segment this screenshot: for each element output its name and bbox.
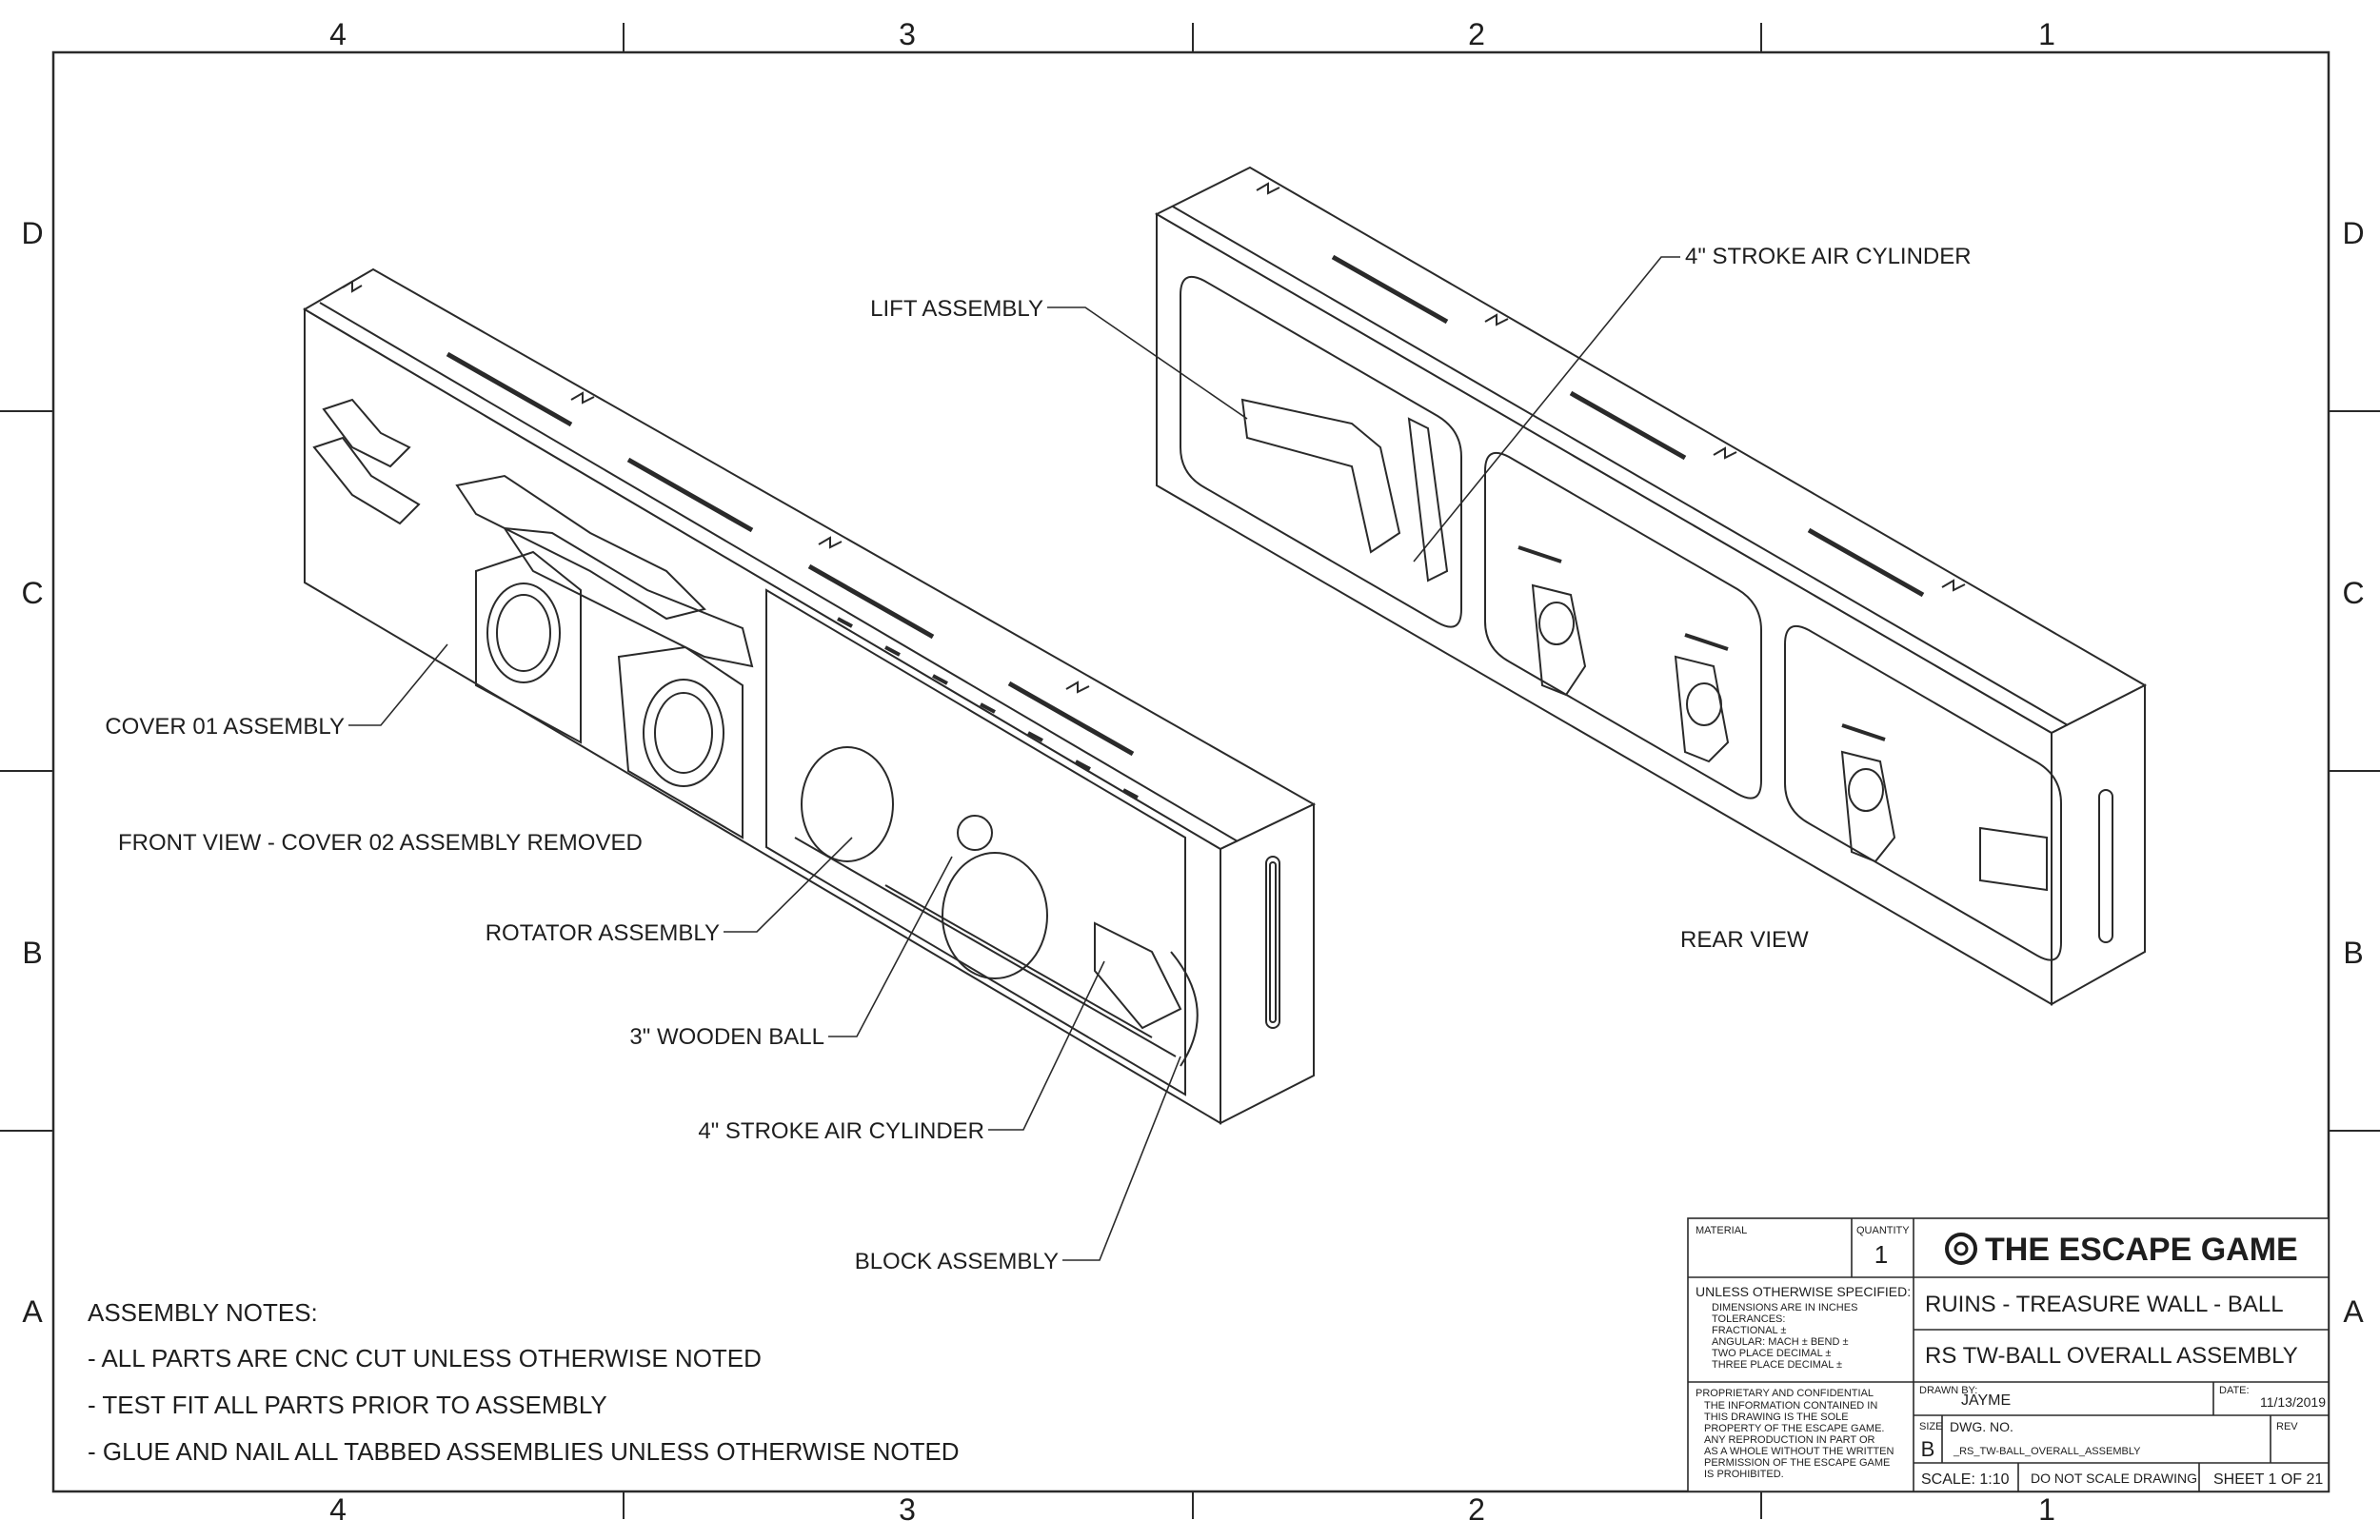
zone-top-4: 4 <box>329 17 347 51</box>
quantity-label: QUANTITY <box>1856 1225 1910 1236</box>
sheet-border <box>0 23 2380 1519</box>
note-item: - ALL PARTS ARE CNC CUT UNLESS OTHERWISE… <box>88 1344 762 1372</box>
zone-right-a: A <box>2343 1294 2364 1329</box>
tolerance-line: UNLESS OTHERWISE SPECIFIED: <box>1696 1284 1911 1299</box>
assembly-notes: ASSEMBLY NOTES: - ALL PARTS ARE CNC CUT … <box>88 1298 960 1466</box>
zone-right-c: C <box>2342 576 2364 610</box>
leader-lines <box>348 256 1680 1261</box>
note-item: - TEST FIT ALL PARTS PRIOR TO ASSEMBLY <box>88 1391 607 1419</box>
zone-top-1: 1 <box>2038 17 2055 51</box>
rear-view-caption: REAR VIEW <box>1680 927 1809 953</box>
callout-wooden-ball: 3" WOODEN BALL <box>629 1024 824 1050</box>
company-logo-icon <box>1945 1233 1977 1265</box>
zone-bottom-3: 3 <box>899 1492 916 1527</box>
proprietary-notice: PROPRIETARY AND CONFIDENTIAL THE INFORMA… <box>1696 1388 1894 1480</box>
proprietary-line: PERMISSION OF THE ESCAPE GAME <box>1704 1457 1890 1469</box>
callout-cover-01-assembly: COVER 01 ASSEMBLY <box>105 714 345 740</box>
zone-bottom-2: 2 <box>1468 1492 1485 1527</box>
sheet-number: SHEET 1 OF 21 <box>2213 1471 2323 1488</box>
front-view-drawing <box>303 267 1317 1125</box>
tolerance-line: TWO PLACE DECIMAL ± <box>1712 1348 1831 1359</box>
zone-bottom-4: 4 <box>329 1492 347 1527</box>
tolerance-line: ANGULAR: MACH ± BEND ± <box>1712 1336 1848 1348</box>
proprietary-line: PROPERTY OF THE ESCAPE GAME. <box>1704 1423 1885 1434</box>
company-name: THE ESCAPE GAME <box>1985 1232 2298 1268</box>
tolerance-line: DIMENSIONS ARE IN INCHES <box>1712 1302 1857 1313</box>
tolerance-notes: UNLESS OTHERWISE SPECIFIED: DIMENSIONS A… <box>1696 1284 1911 1371</box>
drawn-by-label: DRAWN BY: <box>1919 1385 1977 1396</box>
drawing-title: RS TW-BALL OVERALL ASSEMBLY <box>1925 1343 2298 1369</box>
callout-block-assembly: BLOCK ASSEMBLY <box>855 1249 1059 1274</box>
tolerance-line: FRACTIONAL ± <box>1712 1325 1786 1336</box>
tolerance-line: THREE PLACE DECIMAL ± <box>1712 1359 1842 1371</box>
date-value: 11/13/2019 <box>2260 1394 2326 1410</box>
zone-right-d: D <box>2342 216 2364 250</box>
zone-bottom-1: 1 <box>2038 1492 2055 1527</box>
date-label: DATE: <box>2219 1385 2250 1396</box>
project-name: RUINS - TREASURE WALL - BALL <box>1925 1292 2284 1317</box>
zone-left-b: B <box>22 936 42 970</box>
zone-left-a: A <box>22 1294 43 1329</box>
callouts: LIFT ASSEMBLY 4" STROKE AIR CYLINDER COV… <box>105 244 1971 1274</box>
note-item: - GLUE AND NAIL ALL TABBED ASSEMBLIES UN… <box>88 1437 960 1466</box>
zone-top-3: 3 <box>899 17 916 51</box>
front-view-caption: FRONT VIEW - COVER 02 ASSEMBLY REMOVED <box>118 830 643 856</box>
rear-view-drawing <box>1154 166 2148 1006</box>
callout-front-air-cylinder: 4" STROKE AIR CYLINDER <box>698 1118 984 1144</box>
tolerance-line: TOLERANCES: <box>1712 1313 1785 1325</box>
proprietary-line: THE INFORMATION CONTAINED IN <box>1704 1400 1877 1412</box>
size-value: B <box>1921 1437 1935 1461</box>
drawn-by-value: JAYME <box>1961 1392 2011 1409</box>
scale-note: DO NOT SCALE DRAWING <box>2031 1471 2197 1486</box>
proprietary-line: PROPRIETARY AND CONFIDENTIAL <box>1696 1388 1874 1399</box>
proprietary-line: AS A WHOLE WITHOUT THE WRITTEN <box>1704 1446 1894 1457</box>
notes-heading: ASSEMBLY NOTES: <box>88 1298 318 1327</box>
zone-top-2: 2 <box>1468 17 1485 51</box>
callout-lift-assembly: LIFT ASSEMBLY <box>870 296 1043 322</box>
callout-rotator-assembly: ROTATOR ASSEMBLY <box>486 920 720 946</box>
scale-value: SCALE: 1:10 <box>1921 1471 2010 1488</box>
zone-left-c: C <box>21 576 43 610</box>
size-label: SIZE <box>1919 1421 1942 1432</box>
material-label: MATERIAL <box>1696 1225 1747 1236</box>
proprietary-line: ANY REPRODUCTION IN PART OR <box>1704 1434 1875 1446</box>
proprietary-line: THIS DRAWING IS THE SOLE <box>1704 1412 1849 1423</box>
title-block: MATERIAL QUANTITY 1 THE ESCAPE GAME UNLE… <box>1687 1217 2330 1492</box>
quantity-value: 1 <box>1874 1240 1888 1269</box>
zone-right-b: B <box>2343 936 2363 970</box>
zone-left-d: D <box>21 216 43 250</box>
proprietary-line: IS PROHIBITED. <box>1704 1469 1784 1480</box>
zone-labels: 4 3 2 1 4 3 2 1 D C B A D C B A <box>21 17 2364 1527</box>
callout-rear-air-cylinder: 4" STROKE AIR CYLINDER <box>1685 244 1972 269</box>
rev-label: REV <box>2276 1421 2298 1432</box>
dwg-no-value: _RS_TW-BALL_OVERALL_ASSEMBLY <box>1953 1446 2141 1457</box>
dwg-no-label: DWG. NO. <box>1950 1419 2013 1434</box>
